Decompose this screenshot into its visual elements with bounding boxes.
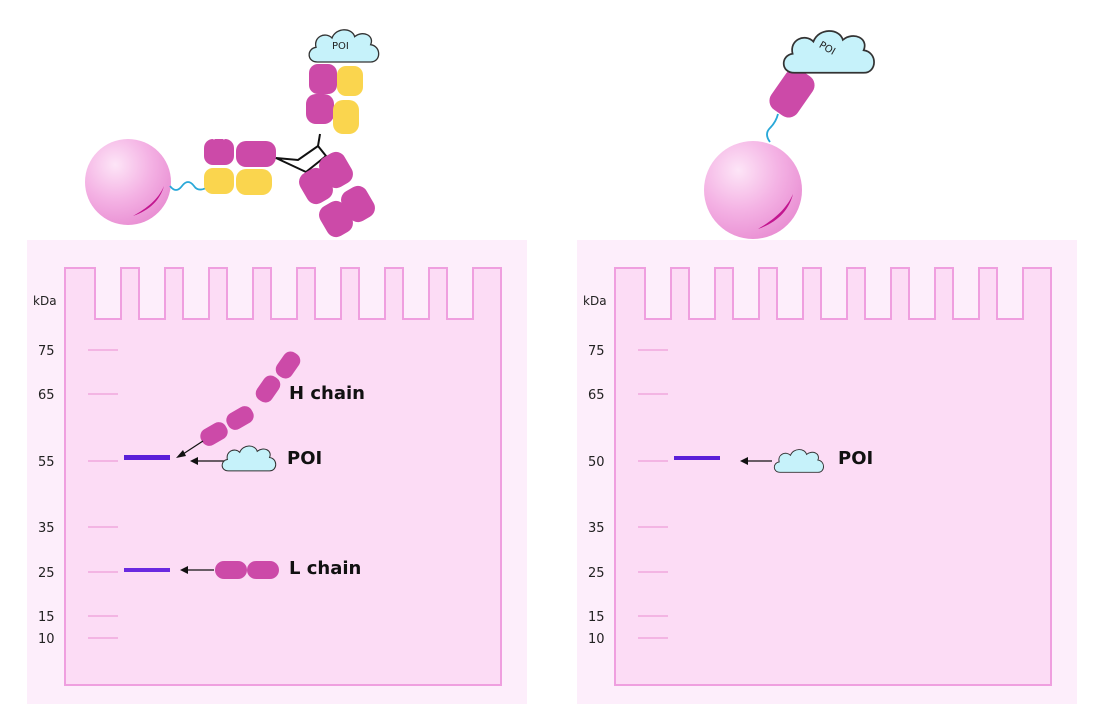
ladder-label: 35 xyxy=(588,521,605,536)
ladder-label: 10 xyxy=(588,632,605,647)
antibody-hinge-icon xyxy=(275,144,328,174)
ladder-label: 15 xyxy=(588,610,605,625)
heavy-chain-label: H chain xyxy=(289,383,365,404)
linker-icon xyxy=(766,113,779,143)
ladder-label: 25 xyxy=(588,566,605,581)
ladder-label: 75 xyxy=(38,344,55,359)
heavy-chain-icon xyxy=(200,351,301,446)
band-25kda xyxy=(124,568,170,572)
ladder-label: 15 xyxy=(38,610,55,625)
antibody-hinge-icon xyxy=(317,133,321,147)
poi-label: POI xyxy=(838,448,873,469)
ladder-label: 55 xyxy=(38,455,55,470)
band-50kda xyxy=(674,456,720,460)
left-gel xyxy=(64,267,502,686)
ladder-label: 65 xyxy=(38,388,55,403)
poi-cloud-label: POI xyxy=(332,41,349,52)
arrow-head xyxy=(190,457,198,465)
arrow-head xyxy=(180,566,188,574)
capture-antibody-icon xyxy=(203,129,276,195)
left-bead-icon xyxy=(85,139,171,225)
left-ladder xyxy=(88,349,118,639)
arrow-head xyxy=(740,457,748,465)
right-kda-label: kDa xyxy=(583,294,607,308)
right-gel xyxy=(614,267,1052,686)
light-chain-label: L chain xyxy=(289,558,361,579)
ladder-label: 75 xyxy=(588,344,605,359)
ladder-label: 10 xyxy=(38,632,55,647)
left-kda-label: kDa xyxy=(33,294,57,308)
right-bead-icon xyxy=(704,141,802,239)
ladder-label: 65 xyxy=(588,388,605,403)
ladder-label: 25 xyxy=(38,566,55,581)
band-55kda xyxy=(124,455,170,460)
ladder-label: 50 xyxy=(588,455,605,470)
fc-region-icon xyxy=(299,151,375,238)
ladder-label: 35 xyxy=(38,521,55,536)
poi-label: POI xyxy=(287,448,322,469)
arrow-head xyxy=(176,450,186,458)
right-ladder xyxy=(638,349,668,639)
right-panel: kDa 75 65 50 35 25 15 10 POI xyxy=(577,29,1077,704)
left-panel: kDa 75 65 55 35 25 15 10 H chain xyxy=(27,29,527,704)
primary-antibody-icon xyxy=(306,64,363,134)
linker-icon xyxy=(169,181,207,191)
light-chain-icon xyxy=(215,561,279,579)
